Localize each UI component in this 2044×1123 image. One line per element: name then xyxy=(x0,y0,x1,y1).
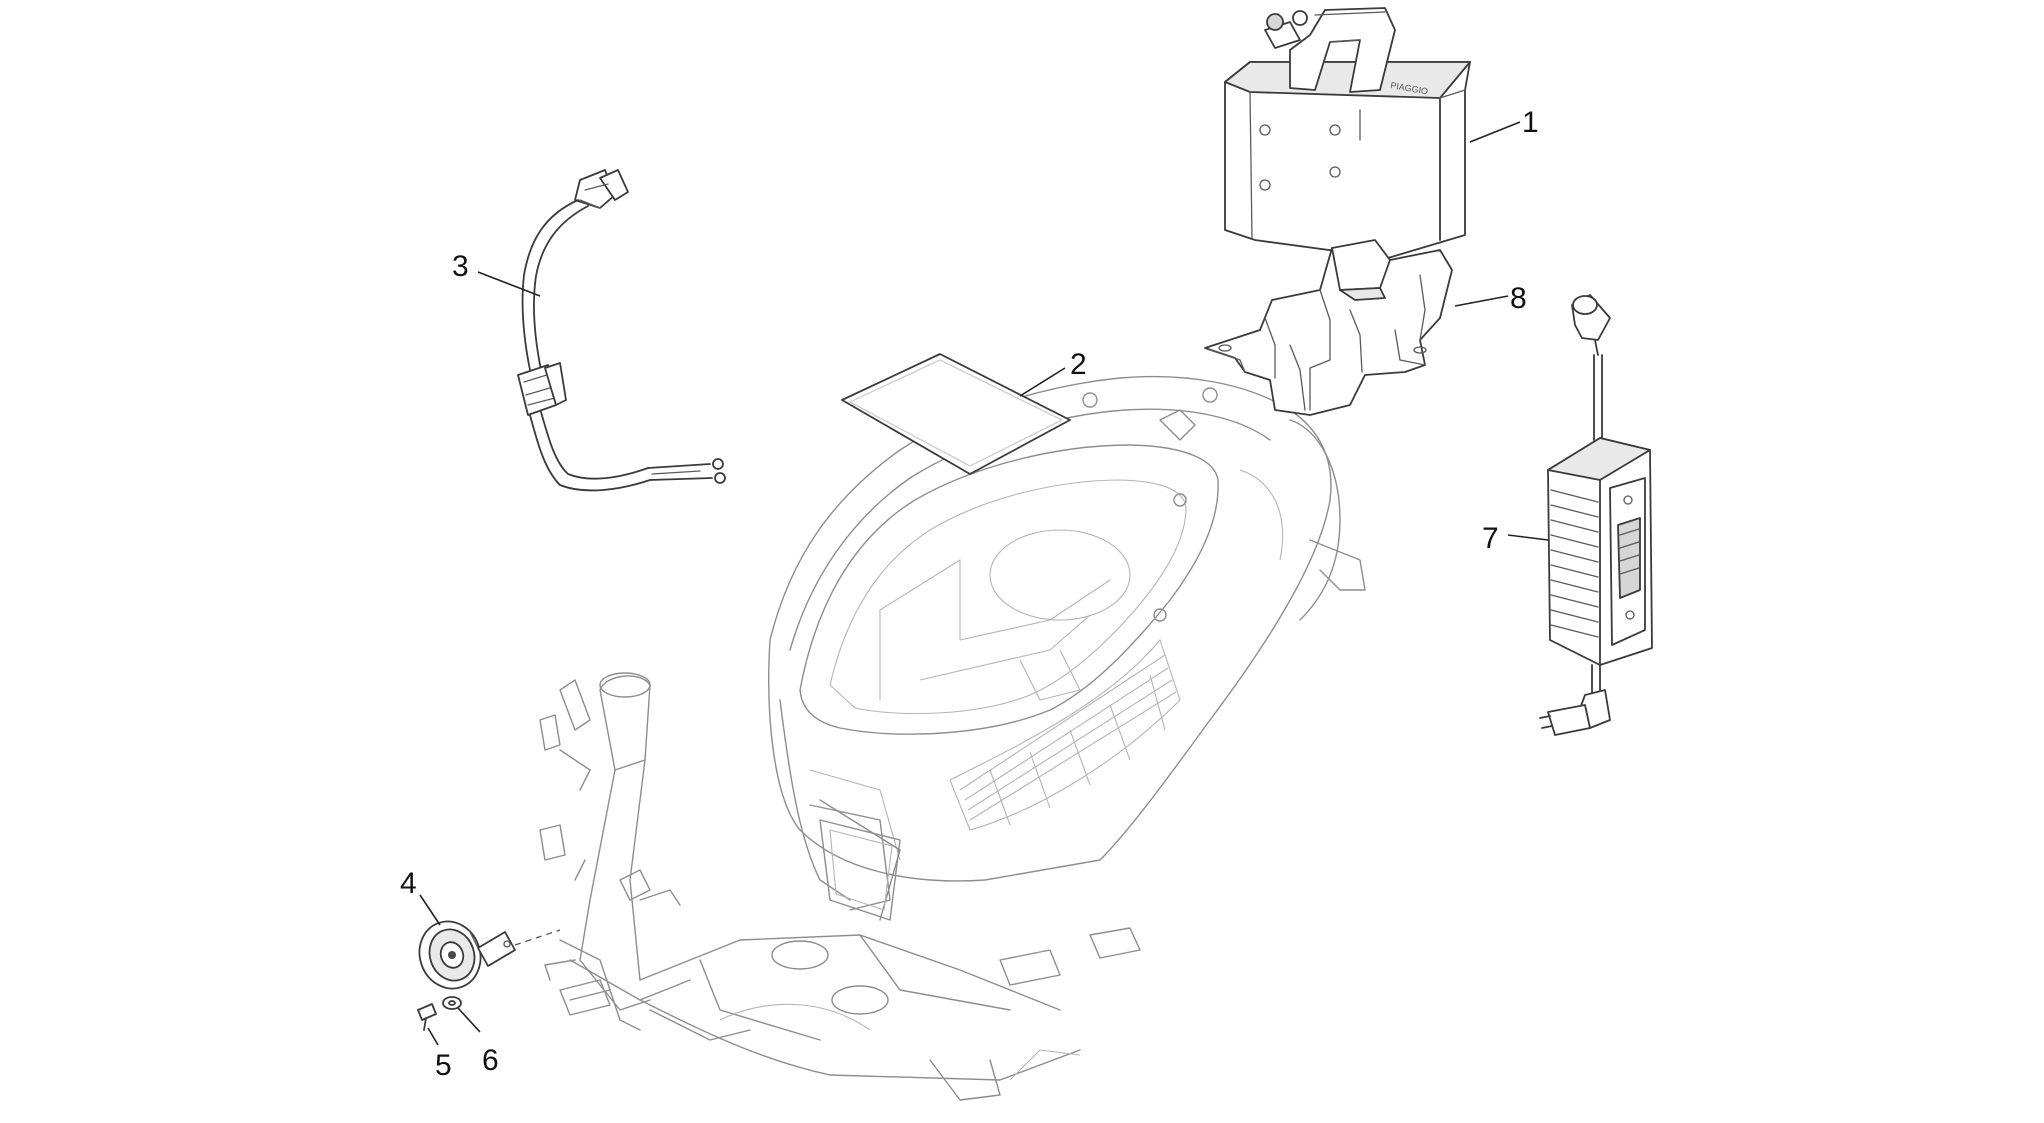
wiring-harness-part-3 xyxy=(517,169,726,492)
horn-part-4 xyxy=(418,920,516,990)
callout-4: 4 xyxy=(400,867,417,900)
assembly-line-horn xyxy=(514,929,561,946)
callout-7: 7 xyxy=(1482,522,1499,555)
leader-lines xyxy=(419,121,1549,1046)
callout-6: 6 xyxy=(482,1044,499,1077)
callout-3: 3 xyxy=(452,250,469,283)
callout-8: 8 xyxy=(1510,282,1527,315)
callout-2: 2 xyxy=(1070,348,1087,381)
battery-part-1: PIAGGIO xyxy=(1224,7,1471,259)
scooter-frame-drawing xyxy=(559,375,1366,1101)
callout-5: 5 xyxy=(435,1049,452,1082)
charger-part-7 xyxy=(1539,294,1653,736)
label-plate-part-2 xyxy=(841,353,1071,475)
bolt-part-5 xyxy=(417,1003,437,1031)
battery-tray-part-8 xyxy=(1204,239,1453,416)
steering-frame-drawing xyxy=(539,672,751,1041)
callout-labels: 1 2 3 4 5 6 7 8 xyxy=(400,106,1539,1082)
callout-1: 1 xyxy=(1522,106,1539,139)
washer-part-6 xyxy=(442,996,462,1010)
